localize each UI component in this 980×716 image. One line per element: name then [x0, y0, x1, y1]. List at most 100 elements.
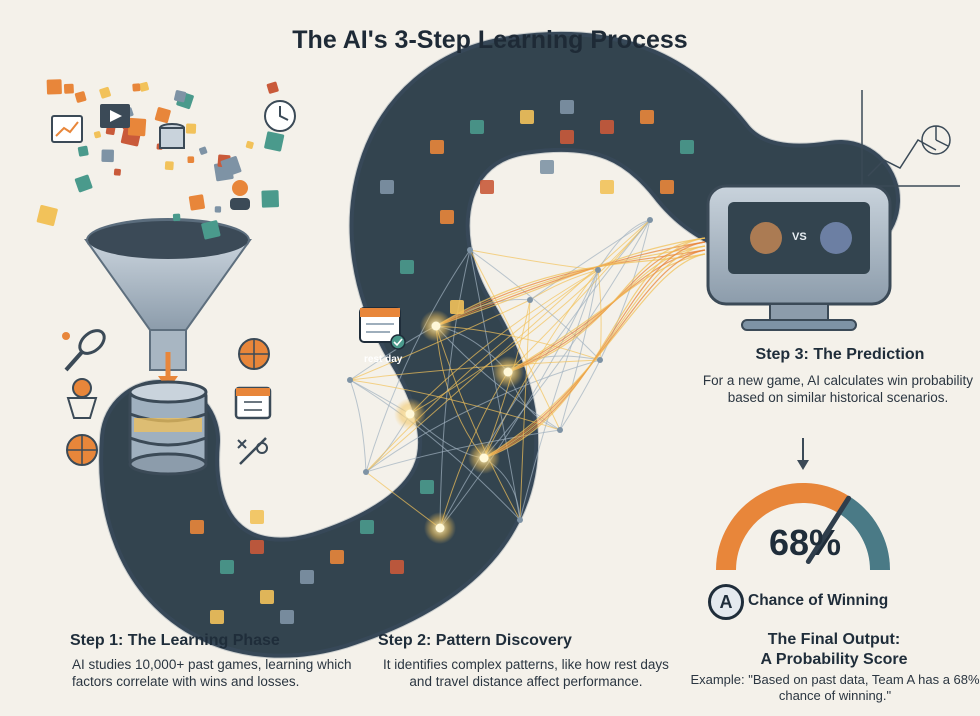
incoming-data-square — [185, 123, 197, 134]
data-square — [660, 180, 674, 194]
data-square — [430, 140, 444, 154]
mini-database-body — [159, 127, 185, 149]
incoming-data-square — [127, 117, 147, 137]
data-square — [470, 120, 484, 134]
incoming-data-square — [188, 194, 205, 211]
prediction-stream — [507, 241, 706, 373]
prediction-stream — [507, 245, 706, 373]
data-square — [540, 160, 554, 174]
basketball-icon-right — [238, 338, 270, 370]
incoming-data-square — [154, 107, 171, 124]
step1-heading: Step 1: The Learning Phase — [70, 632, 280, 649]
network-link — [559, 269, 599, 431]
network-node — [431, 321, 441, 331]
network-node — [503, 367, 513, 377]
data-square — [420, 480, 434, 494]
data-square — [250, 540, 264, 554]
incoming-data-square — [199, 146, 208, 155]
basketball-hoop-icon — [66, 378, 98, 419]
step2-heading: Step 2: Pattern Discovery — [378, 632, 572, 649]
incoming-data-squares — [36, 79, 296, 240]
data-square — [250, 510, 264, 524]
network-link — [519, 269, 599, 521]
rest-day-label: rest day — [364, 354, 403, 365]
network-link — [469, 249, 599, 271]
rest-day-calendar-icon — [359, 307, 406, 350]
incoming-data-square — [74, 174, 93, 193]
data-square — [640, 110, 654, 124]
incoming-data-square — [201, 220, 221, 240]
data-square — [440, 210, 454, 224]
clock-hands — [279, 106, 289, 121]
data-square — [600, 180, 614, 194]
network-link — [349, 359, 601, 381]
incoming-data-square — [264, 131, 285, 152]
network-node — [647, 217, 653, 223]
play-diagram-icon — [237, 437, 268, 465]
step1-description: AI studies 10,000+ past games, learning … — [72, 657, 352, 689]
final-output-heading-line2: A Probability Score — [760, 651, 908, 668]
final-output-heading-line1: The Final Output: — [767, 631, 901, 648]
data-square — [560, 100, 574, 114]
data-funnel — [84, 218, 252, 371]
network-link — [597, 219, 651, 271]
network-node — [363, 469, 369, 475]
gauge-label: Chance of Winning — [748, 592, 889, 609]
step3-description: For a new game, AI calculates win probab… — [702, 373, 974, 405]
data-square — [210, 610, 224, 624]
prediction-stream — [483, 249, 706, 459]
step2-description: It identifies complex patterns, like how… — [383, 657, 669, 689]
calendar-icon-left — [234, 386, 272, 420]
data-square — [380, 180, 394, 194]
incoming-data-square — [36, 204, 58, 227]
incoming-data-square — [164, 161, 174, 171]
network-link — [365, 269, 599, 473]
network-link — [365, 429, 561, 473]
data-square — [390, 560, 404, 574]
network-link — [529, 219, 651, 301]
network-node — [527, 297, 533, 303]
network-link — [483, 219, 651, 459]
data-square — [300, 570, 314, 584]
incoming-data-square — [93, 131, 102, 139]
incoming-data-square — [77, 145, 89, 157]
prediction-monitor — [706, 184, 892, 331]
neural-network — [347, 217, 706, 544]
data-square — [450, 300, 464, 314]
prediction-stream — [507, 237, 706, 373]
incoming-data-square — [174, 90, 187, 103]
prediction-stream — [483, 237, 706, 459]
incoming-data-square — [266, 81, 279, 94]
chart-card-line — [55, 121, 79, 137]
network-node — [595, 267, 601, 273]
network-link — [439, 249, 471, 529]
network-node — [405, 409, 415, 419]
database-icon — [128, 380, 208, 476]
prediction-arrow-head — [797, 460, 809, 470]
network-link — [365, 359, 601, 473]
incoming-data-square — [139, 81, 149, 92]
step3-heading: Step 3: The Prediction — [755, 346, 925, 363]
incoming-data-square — [187, 156, 195, 164]
data-square — [220, 560, 234, 574]
network-link — [559, 219, 651, 431]
network-link — [349, 379, 367, 473]
data-square — [360, 520, 374, 534]
final-output-heading: The Final Output: A Probability Score — [694, 630, 974, 670]
network-node — [435, 523, 445, 533]
incoming-data-square — [101, 149, 114, 163]
incoming-data-square — [245, 140, 254, 149]
probability-gauge — [716, 483, 890, 571]
data-square — [680, 140, 694, 154]
incoming-data-square — [99, 86, 111, 99]
incoming-data-square — [46, 79, 62, 95]
incoming-data-square — [63, 83, 74, 94]
prediction-stream — [435, 249, 706, 327]
network-link — [349, 379, 521, 521]
team-a-badge: A — [708, 584, 744, 620]
data-square — [560, 130, 574, 144]
prediction-stream — [483, 241, 706, 459]
incoming-data-square — [132, 83, 141, 92]
network-link — [409, 269, 599, 415]
